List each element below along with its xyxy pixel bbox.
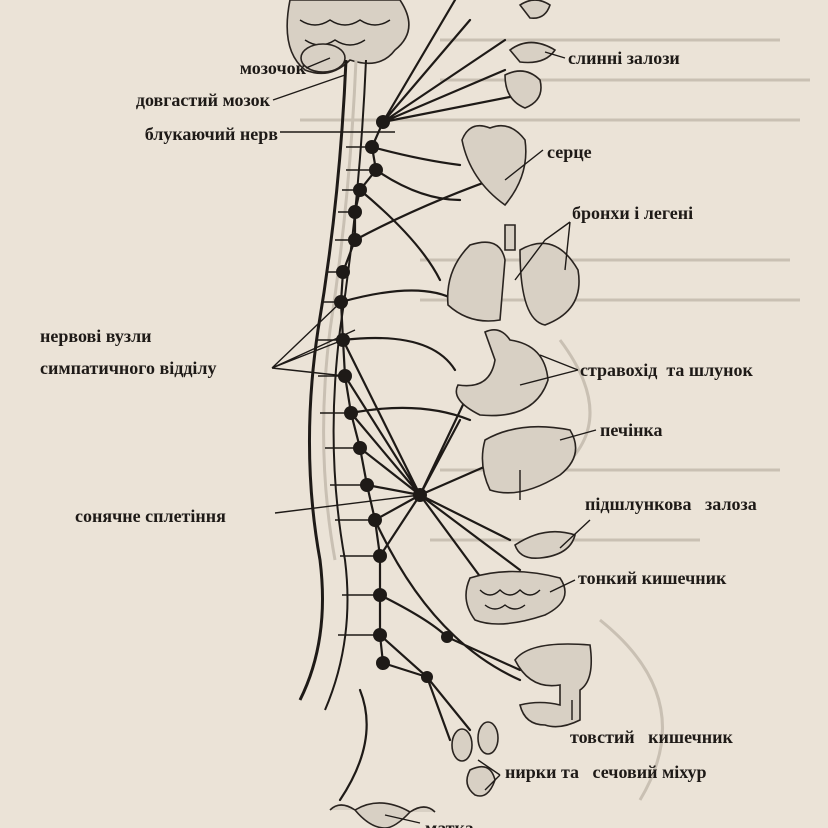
right-lung-shape (519, 242, 580, 326)
label-liver: печінка (600, 420, 663, 440)
label-small-intestine: тонкий кишечник (578, 568, 727, 588)
label-large-intestine: товстий кишечник (570, 727, 734, 747)
right-kidney-shape (477, 721, 499, 755)
label-vagus-nerve: блукаючий нерв (145, 124, 279, 144)
organs (329, 0, 593, 828)
label-heart: серце (547, 142, 592, 162)
label-uterus: матка (425, 818, 474, 828)
salivary-glands-shape (504, 41, 557, 109)
large-intestine-shape (514, 643, 593, 728)
eye-shape (518, 0, 551, 20)
uterus-shape (329, 802, 436, 828)
label-medulla: довгастий мозок (136, 90, 271, 110)
trachea-shape (504, 224, 516, 251)
label-salivary-glands: слинні залози (568, 48, 680, 68)
label-pancreas: підшлункова залоза (585, 494, 757, 514)
label-kidneys-bladder: нирки та сечовий міхур (505, 762, 707, 782)
bladder-shape (466, 765, 496, 797)
label-cerebellum: мозочок (240, 58, 307, 78)
pancreas-shape (514, 530, 576, 560)
spinal-cord (298, 59, 367, 711)
small-intestine-shape (465, 570, 566, 625)
left-kidney-shape (451, 728, 473, 762)
left-lung-shape (446, 241, 506, 322)
heart-shape (461, 124, 527, 207)
leader-lines (271, 51, 597, 824)
liver-shape (481, 425, 577, 494)
label-solar-plexus: сонячне сплетіння (75, 506, 226, 526)
label-lungs: бронхи і легені (572, 203, 693, 223)
labels: мозочок довгастий мозок блукаючий нерв с… (40, 48, 757, 828)
stomach-shape (455, 329, 549, 417)
sympathetic-chain (318, 0, 522, 802)
label-stomach: стравохід та шлунок (580, 360, 754, 380)
label-ganglia-line1: нервові вузли (40, 326, 152, 346)
label-ganglia-line2: симпатичного відділу (40, 358, 217, 378)
ganglia-nodes (334, 115, 390, 670)
